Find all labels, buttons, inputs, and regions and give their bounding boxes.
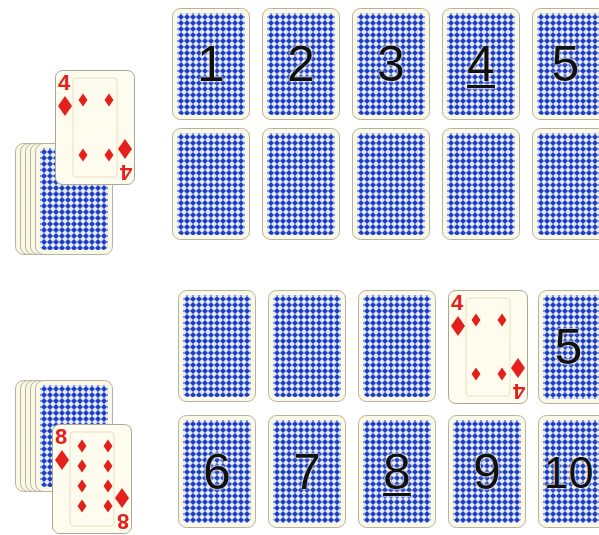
card-index: 4 — [451, 292, 463, 314]
numbered-card: 2 — [262, 8, 340, 120]
numbered-card: 3 — [352, 8, 430, 120]
position-number: 3 — [352, 39, 430, 89]
numbered-card: 6 — [178, 415, 256, 528]
numbered-card: 5 — [538, 290, 599, 404]
position-number: 5 — [532, 39, 599, 89]
numbered-card: 10 — [538, 415, 599, 528]
face-up-card: 44 — [55, 70, 135, 185]
position-number: 9 — [448, 447, 526, 497]
numbered-card: 9 — [448, 415, 526, 528]
position-number: 6 — [178, 447, 256, 497]
numbered-card: 4 — [442, 8, 520, 120]
position-number: 2 — [262, 39, 340, 89]
face-up-card: 44 — [448, 290, 528, 404]
card-index: 8 — [55, 426, 67, 448]
position-number: 8 — [358, 447, 436, 497]
position-number: 4 — [442, 39, 520, 89]
card-index: 8 — [117, 510, 129, 532]
face-up-card: 88 — [52, 424, 132, 534]
card-index: 4 — [120, 161, 132, 183]
position-number: 1 — [172, 39, 250, 89]
card-back — [179, 291, 436, 402]
numbered-card: 1 — [172, 8, 250, 120]
numbered-card: 7 — [268, 415, 346, 528]
card-back — [173, 129, 599, 240]
numbered-card: 5 — [532, 8, 599, 120]
position-number: 7 — [268, 447, 346, 497]
card-index: 4 — [513, 380, 525, 402]
position-number: 10 — [538, 449, 599, 494]
numbered-card: 8 — [358, 415, 436, 528]
position-number: 5 — [538, 322, 599, 372]
card-index: 4 — [58, 72, 70, 94]
